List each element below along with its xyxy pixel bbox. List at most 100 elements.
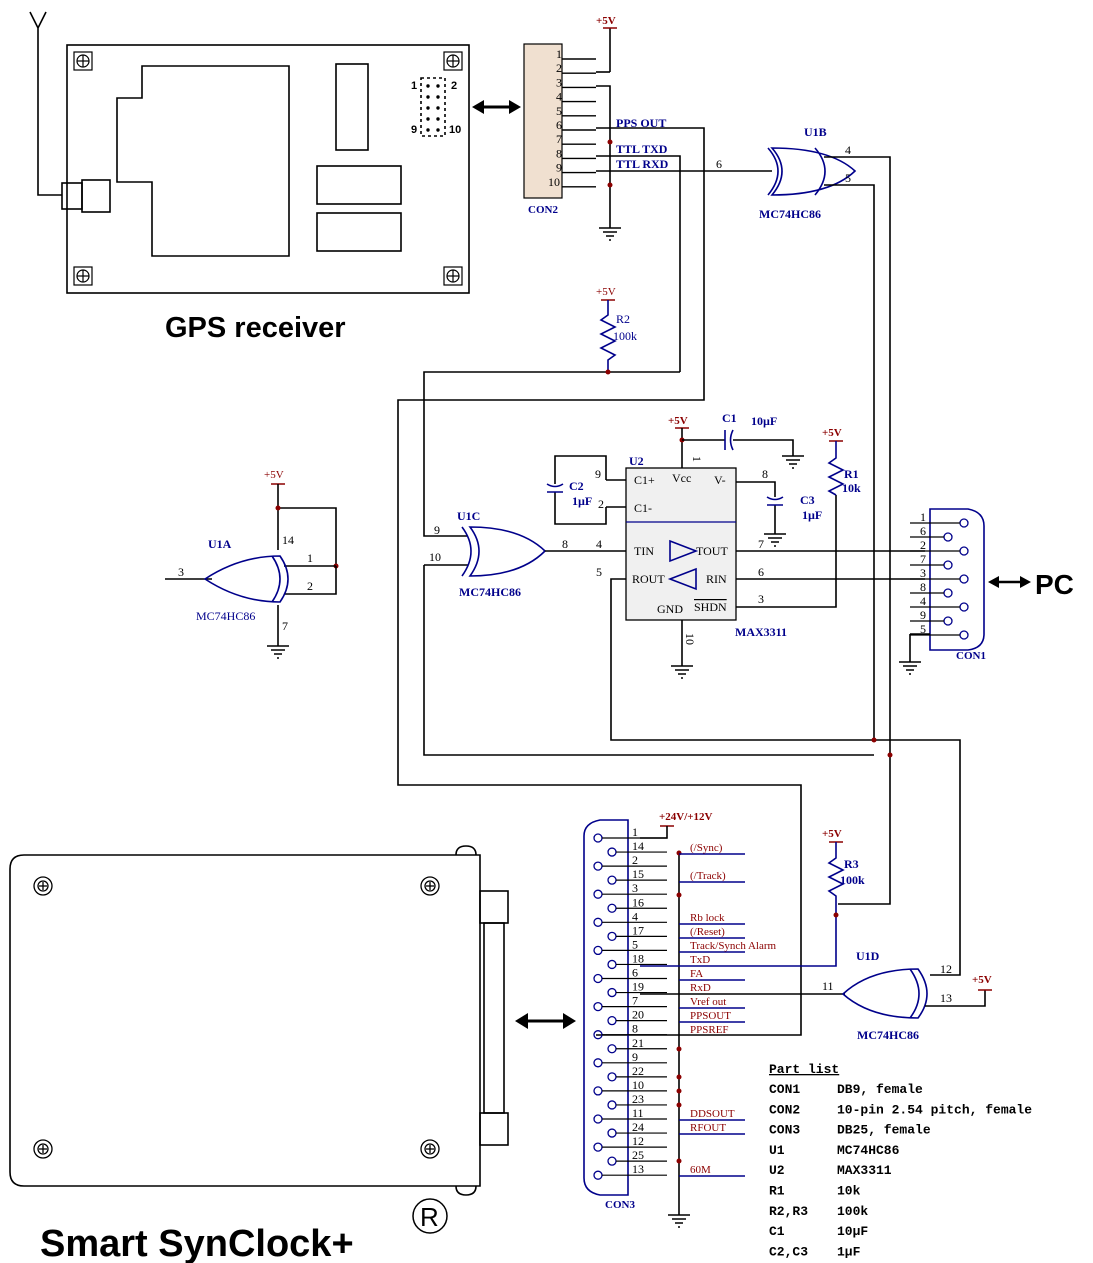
u2-shdn: SHDN [694,600,727,614]
con2-pin-label: 9 [556,161,562,175]
signal-label-reset: (/Reset) [690,926,725,938]
signal-label-rfout: RFOUT [690,1122,726,1134]
u1d-part: MC74HC86 [857,1028,919,1042]
signal-label-txd: TxD [690,954,710,966]
u2-max3311: U2 C1+ C1- Vcc V- TIN ROUT TOUT RIN GND … [595,454,787,645]
u1c-pin9: 9 [434,523,440,537]
part-ref: C2,C3 [769,1244,808,1259]
con3-pin-label: 14 [632,839,644,853]
r3-value: 100k [840,873,865,887]
u2-tin: TIN [634,544,654,558]
con3-pin-label: 9 [632,1050,638,1064]
signal-label-rxd: RxD [690,982,711,994]
con3-pin-label: 23 [632,1092,644,1106]
signal-label-ppsref: PPSREF [690,1024,729,1036]
r2-value: 100k [613,329,637,343]
part-desc: DB25, female [837,1123,931,1138]
u2-rout: ROUT [632,572,665,586]
con2-pin-label: 8 [556,146,562,160]
antenna-icon [29,11,62,196]
resistor-r2: +5V R2 100k [596,286,637,372]
con2-label: CON2 [528,204,558,216]
u1a-pin3: 3 [178,565,184,579]
con1-pin-label: 5 [920,622,926,636]
u2-gnd: GND [657,602,683,616]
u1c-pin10: 10 [429,550,441,564]
part-ref: CON3 [769,1123,800,1138]
pc-label: PC [1035,569,1074,600]
r2-label: R2 [616,312,630,326]
part-desc: 100k [837,1204,868,1219]
con3-pin-label: 6 [632,966,638,980]
con2-pin-label: 1 [556,47,562,61]
u1d-xor-gate: +5V U1D 11 12 13 MC74HC86 [822,949,993,1042]
c3-value: 1µF [802,508,822,522]
u2-pin2: 2 [598,497,604,511]
con2-pin-label: 7 [556,132,562,146]
part-desc: 10-pin 2.54 pitch, female [837,1102,1032,1117]
u1c-part: MC74HC86 [459,585,521,599]
part-desc: 10µF [837,1224,868,1239]
header-pin-2: 2 [451,80,457,92]
power-label: +5V [596,286,616,298]
con3-pin-label: 25 [632,1148,644,1162]
pps-out-label: PPS OUT [616,116,666,130]
u1d-pin13: 13 [940,991,952,1005]
header-pin-1: 1 [411,80,417,92]
ttl-rxd-label: TTL RXD [616,157,669,171]
part-desc: MC74HC86 [837,1143,900,1158]
con1-pin-label: 4 [920,594,926,608]
con3-pin-label: 10 [632,1078,644,1092]
c1-label: C1 [722,411,737,425]
con3-pin-label: 21 [632,1036,644,1050]
header-pin-10: 10 [449,124,461,136]
power-label: +5V [822,828,842,840]
registered-icon [412,1198,448,1234]
con3-pin-label: 12 [632,1134,644,1148]
double-arrow-icon [515,1013,576,1029]
u2-pin1: 1 [690,456,704,462]
u1b-pin4: 4 [845,143,851,157]
signal-label-ddsout: DDSOUT [690,1108,735,1120]
u2-part: MAX3311 [735,625,787,639]
u2-pin6: 6 [758,565,764,579]
c1-value: 10µF [751,414,777,428]
u1a-pin2: 2 [307,579,313,593]
u2-pin8: 8 [762,467,768,481]
con3-pin-label: 16 [632,895,644,909]
con3-pin-label: 11 [632,1106,644,1120]
u1a-pin14: 14 [282,533,294,547]
u2-c1p: C1+ [634,473,655,487]
r1-value: 10k [842,481,861,495]
part-ref: CON2 [769,1102,800,1117]
con3-pin-label: 17 [632,923,644,937]
part-ref: R2,R3 [769,1204,808,1219]
con1-pin-label: 3 [920,566,926,580]
u1b-pin5: 5 [845,171,851,185]
con2-pin-label: 4 [556,90,562,104]
u1c-name: U1C [457,509,480,523]
part-ref: R1 [769,1184,785,1199]
con2-pin-label: 5 [556,104,562,118]
u2-pin7: 7 [758,537,764,551]
part-desc: MAX3311 [837,1163,892,1178]
part-desc: 10k [837,1184,861,1199]
con2-pin-label: 2 [556,61,562,75]
u2-tout: TOUT [696,544,728,558]
header-pin-9: 9 [411,124,417,136]
con1-pin-label: 7 [920,552,926,566]
signal-label-ppsout: PPSOUT [690,1010,731,1022]
con1-label: CON1 [956,650,986,662]
part-ref: U2 [769,1163,785,1178]
c2-value: 1µF [572,494,592,508]
c2-label: C2 [569,479,584,493]
u1c-pin8: 8 [562,537,568,551]
r3-label: R3 [844,857,859,871]
con3-db25-connector: 1142153164175186197208219221023112412251… [583,819,667,1211]
u1d-pin12: 12 [940,962,952,976]
u2-c1m: C1- [634,501,652,515]
